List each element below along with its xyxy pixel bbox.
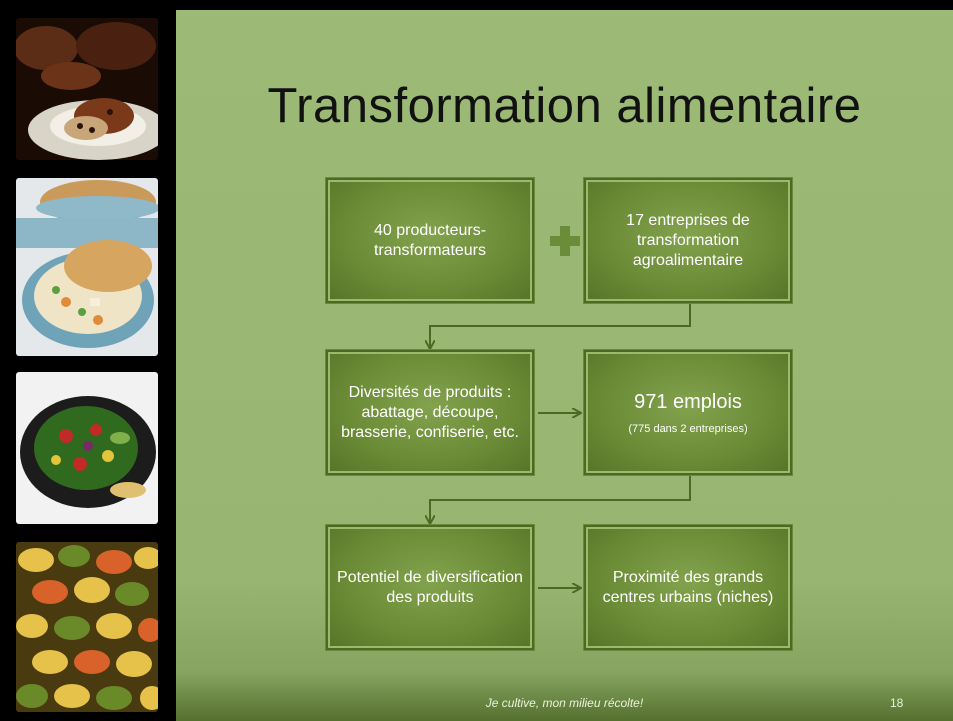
slide-content: Transformation alimentaire 40 producteur… — [176, 10, 953, 721]
companies-text: 17 entreprises de transformation agroali… — [626, 211, 750, 269]
diversity-text: Diversités de produits : abattage, décou… — [341, 383, 519, 441]
potential-text: Potentiel de diversification des produit… — [337, 568, 523, 606]
page-number: 18 — [890, 696, 904, 710]
arrow-down-icon — [430, 304, 691, 348]
salad-photo — [16, 372, 158, 524]
proximity-text: Proximité des grands centres urbains (ni… — [602, 568, 774, 606]
proximity-box: Proximité des grands centres urbains (ni… — [584, 525, 792, 650]
arrow-down-icon — [430, 476, 691, 523]
companies-box: 17 entreprises de transformation agroali… — [584, 178, 792, 303]
potential-box: Potentiel de diversification des produit… — [326, 525, 534, 650]
diversity-box: Diversités de produits : abattage, décou… — [326, 350, 534, 475]
top-bar — [0, 0, 953, 10]
plus-icon — [550, 226, 580, 256]
producers-text: 40 producteurs-transformateurs — [373, 221, 487, 259]
pasta-photo — [16, 542, 158, 712]
flow-connectors — [176, 226, 691, 721]
pot-pie-photo — [16, 178, 158, 356]
slide-title: Transformation alimentaire — [267, 79, 862, 133]
producers-box: 40 producteurs-transformateurs — [326, 178, 534, 303]
jobs-box: 971 emplois (775 dans 2 entreprises) — [584, 350, 792, 475]
jobs-main-text: 971 emplois — [634, 390, 742, 413]
jobs-sub-text: (775 dans 2 entreprises) — [628, 422, 748, 435]
slide-footer: Je cultive, mon milieu récolte! — [485, 696, 644, 710]
muffins-photo — [16, 18, 158, 160]
